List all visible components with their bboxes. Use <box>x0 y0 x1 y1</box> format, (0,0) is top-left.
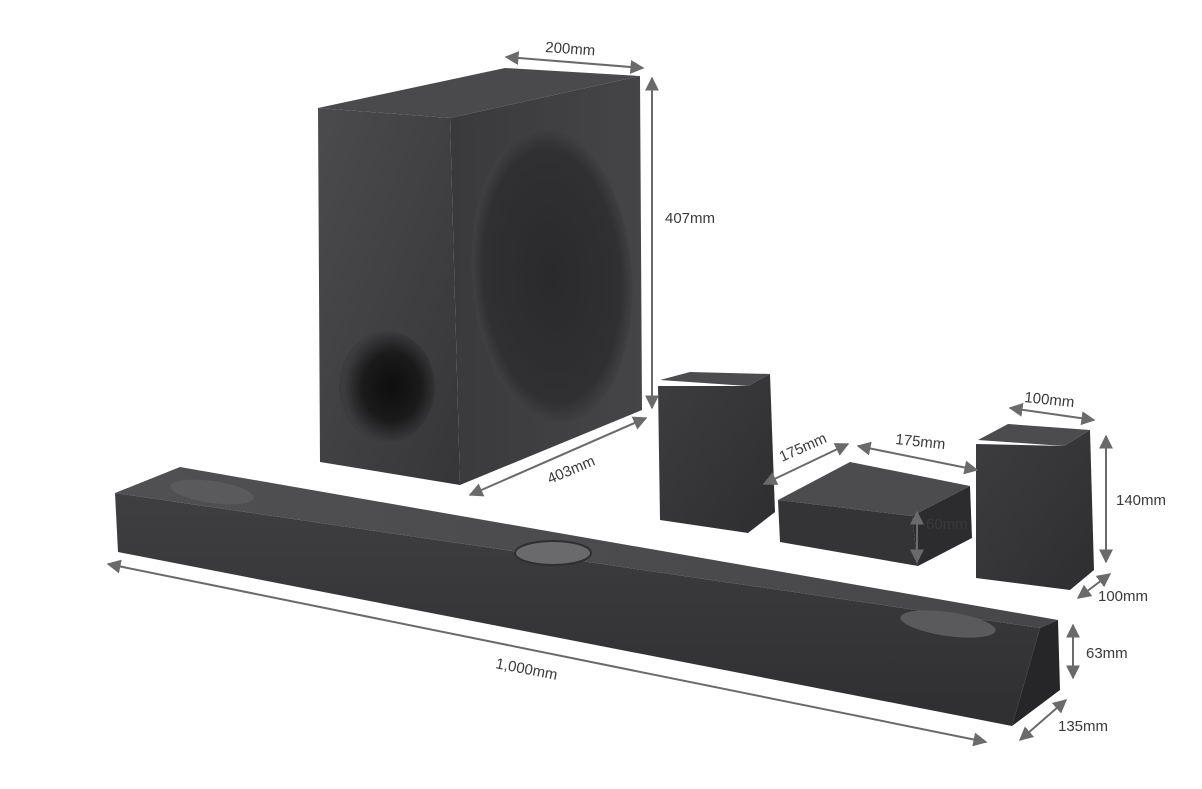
dimension-labels: 200mm 407mm 403mm 175mm 175mm 60mm 100mm… <box>494 39 1166 735</box>
dim-line-rear-right-depth <box>1076 573 1112 599</box>
dim-line-soundbar-width <box>106 559 988 747</box>
label-soundbar-depth: 135mm <box>1058 718 1108 735</box>
subwoofer <box>318 68 642 485</box>
subwoofer-driver <box>471 128 633 424</box>
label-receiver-height: 60mm <box>926 516 968 533</box>
dim-line-subwoofer-depth <box>468 416 648 497</box>
subwoofer-bass-port <box>339 331 435 443</box>
rear-speaker-right <box>976 424 1094 590</box>
label-soundbar-width: 1,000mm <box>494 655 559 684</box>
rear-speaker-left <box>658 372 775 533</box>
label-rear-right-depth: 100mm <box>1098 588 1148 605</box>
label-rear-left-depth: 175mm <box>777 430 830 466</box>
dim-line-subwoofer-width <box>504 51 645 74</box>
label-rear-right-height: 140mm <box>1116 492 1166 509</box>
rear-speaker-left-body <box>658 374 775 533</box>
label-subwoofer-width: 200mm <box>545 39 596 59</box>
wireless-receiver-side <box>912 486 972 566</box>
wireless-receiver-front <box>778 500 918 566</box>
dimension-lines <box>106 51 1113 747</box>
rear-speaker-left-top <box>660 372 770 386</box>
wireless-receiver <box>778 462 972 566</box>
dim-line-rear-left-depth <box>762 443 850 485</box>
rear-speaker-right-body <box>976 430 1094 590</box>
label-subwoofer-height: 407mm <box>665 210 715 227</box>
subwoofer-top-face <box>318 68 640 118</box>
label-rear-right-width: 100mm <box>1024 389 1076 411</box>
soundbar-left-upfiring-speaker <box>170 479 254 505</box>
label-receiver-width: 175mm <box>895 431 947 453</box>
dim-line-receiver-width <box>856 441 979 475</box>
rear-speaker-right-top <box>978 424 1090 446</box>
dim-line-soundbar-depth <box>1018 699 1068 741</box>
label-soundbar-height: 63mm <box>1086 645 1128 662</box>
soundbar-center-control <box>514 540 592 566</box>
dim-line-rear-right-width <box>1008 402 1096 426</box>
